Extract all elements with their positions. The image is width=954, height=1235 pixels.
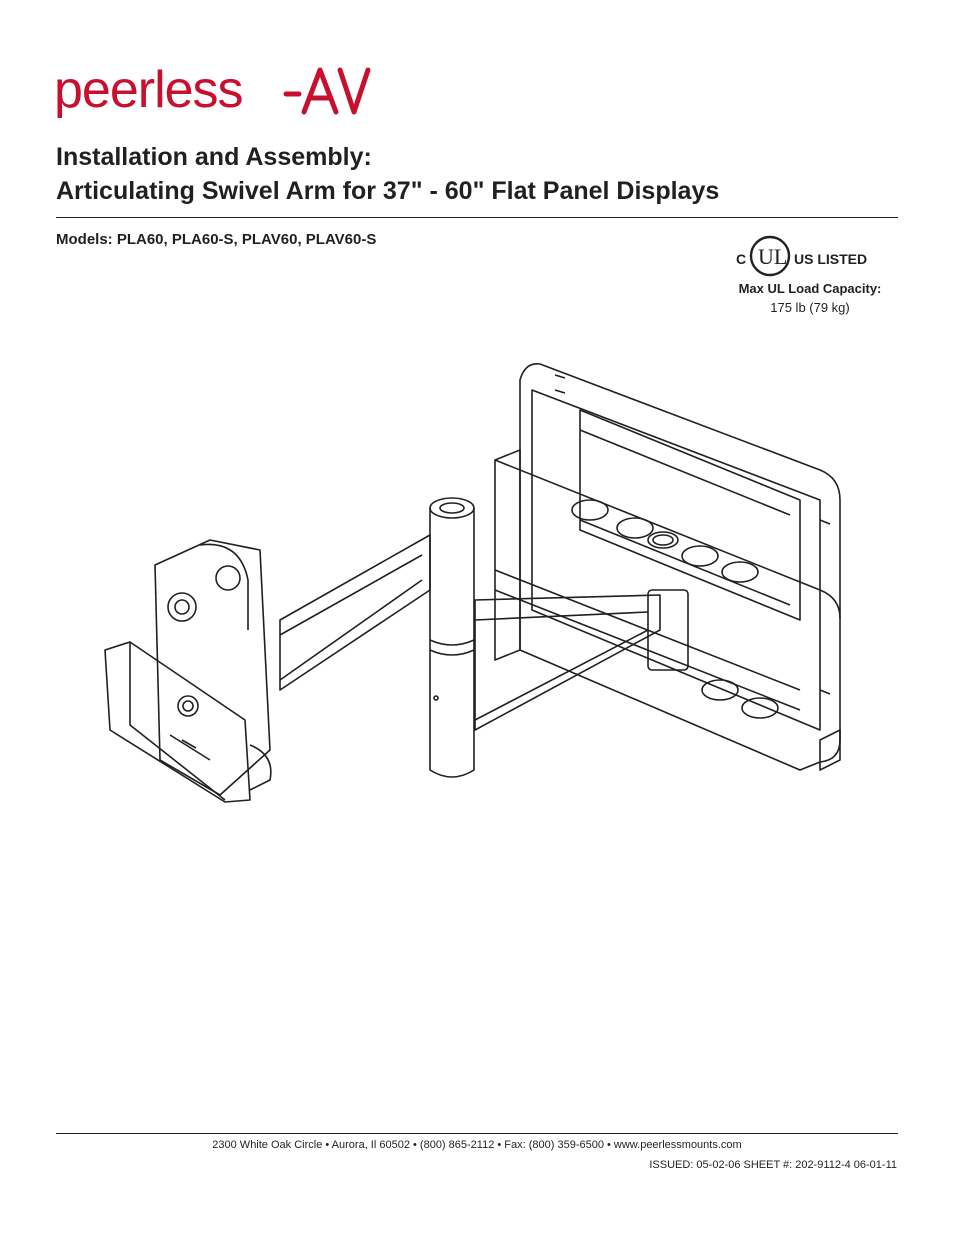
- capacity-value: 175 lb (79 kg): [770, 300, 850, 315]
- models-line: Models: PLA60, PLA60-S, PLAV60, PLAV60-S: [56, 231, 377, 248]
- footer-address: 2300 White Oak Circle • Aurora, Il 60502…: [212, 1139, 742, 1151]
- outer-arm: [279, 534, 431, 691]
- product-illustration: [104, 363, 841, 803]
- ul-circle: [749, 235, 791, 277]
- logo-brand-text: peerless: [54, 61, 243, 119]
- document-title: Installation and Assembly:: [56, 143, 372, 171]
- footer-divider: [56, 1133, 898, 1134]
- ul-mark-ul: UL: [758, 244, 787, 269]
- peerless-av-logo: peerless: [54, 61, 371, 119]
- capacity-label: Max UL Load Capacity:: [738, 281, 882, 296]
- logo-a-glyph: [301, 67, 339, 115]
- ul-listed-mark: C UL US LISTED: [736, 235, 867, 277]
- logo-v-glyph: [337, 67, 371, 115]
- footer-issue-info: ISSUED: 05-02-06 SHEET #: 202-9112-4 06-…: [649, 1159, 897, 1171]
- ul-mark-c: C: [736, 251, 746, 267]
- wall-plate: [494, 363, 841, 771]
- ul-mark-us-listed: US LISTED: [794, 251, 867, 267]
- document-subtitle: Articulating Swivel Arm for 37" - 60" Fl…: [56, 177, 720, 205]
- elbow-post: [429, 497, 475, 778]
- header-divider: [56, 217, 898, 218]
- display-head: [104, 539, 272, 803]
- inner-arm: [474, 589, 689, 731]
